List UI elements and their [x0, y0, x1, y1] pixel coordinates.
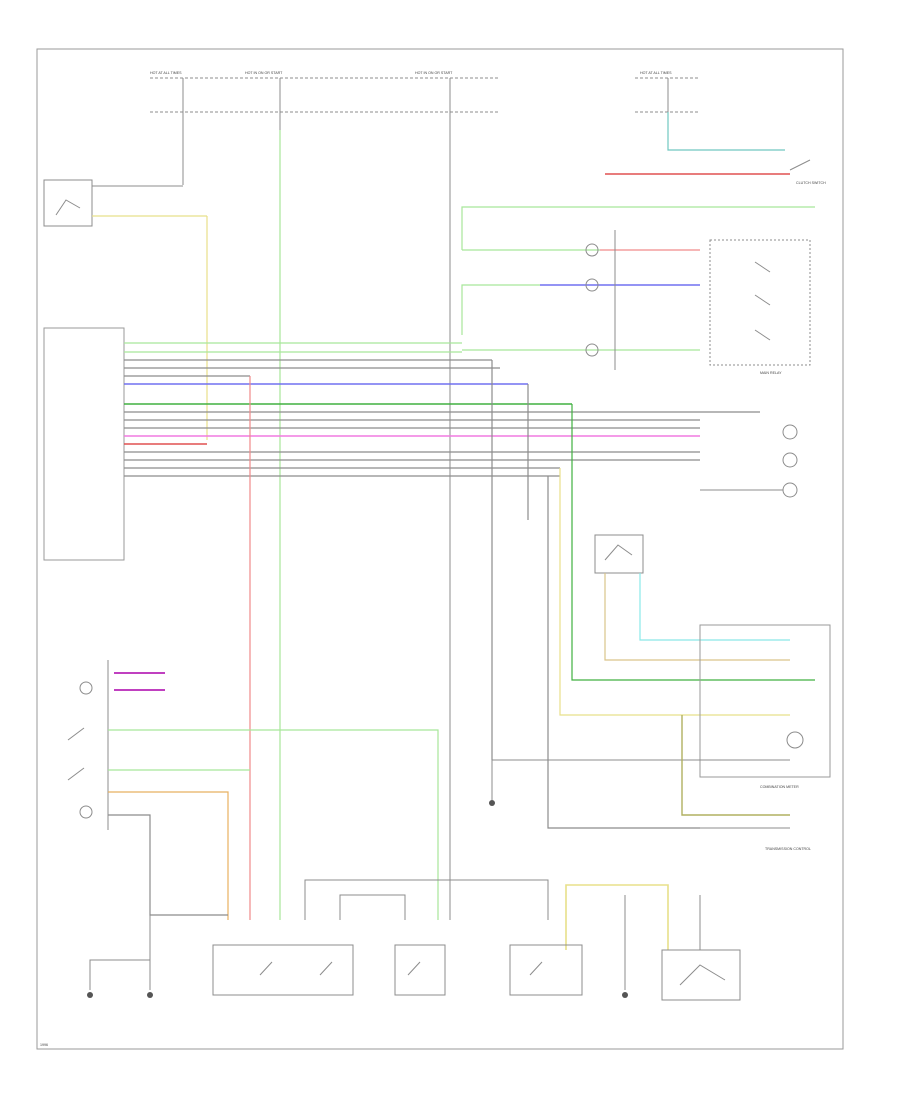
sensor-2-icon: [782, 452, 798, 468]
top-right-switch: [789, 159, 811, 171]
main-relay-box: [709, 239, 811, 366]
meter-gauge-icon: [786, 731, 804, 749]
footer-code: 1996: [40, 1043, 48, 1047]
top-fuse-block: [150, 77, 700, 870]
top-fuse-label-1: HOT AT ALL TIMES: [150, 71, 182, 75]
bottom-switch-1b: [319, 961, 333, 976]
main-relay-contact-1: [754, 261, 771, 273]
ground-point-4: [622, 992, 628, 998]
meter-olive-loop: [681, 715, 790, 816]
bottom-switch-box-3: [509, 944, 583, 996]
top-fuse-label-2: HOT IN ON OR START: [245, 71, 283, 75]
clutch-switch-label: CLUTCH SWITCH: [796, 181, 826, 185]
ground-point-1: [87, 992, 93, 998]
stop-light-switch-symbol: [55, 199, 81, 216]
bottom-switch-4-symbol: [679, 964, 726, 986]
stop-light-switch-box: [43, 179, 93, 227]
main-relay-contact-2: [754, 294, 771, 306]
lower-left-wires: [108, 729, 439, 920]
bottom-yellow-loop: [565, 884, 669, 950]
ecm-connector: [43, 327, 125, 561]
bottom-switch-2a: [407, 961, 421, 976]
lower-left-switch-1: [67, 727, 85, 741]
lower-left-sensor-icon: [79, 805, 93, 819]
relay-connector-1: [585, 243, 599, 257]
sensor-1-icon: [782, 424, 798, 440]
bottom-wire-bus: [89, 760, 701, 990]
bottom-switch-1a: [259, 961, 273, 976]
combination-meter-label: COMBINATION METER: [760, 785, 799, 789]
bottom-switch-3a: [529, 961, 543, 976]
main-relay-wires: [461, 206, 815, 351]
ground-point-3: [489, 800, 495, 806]
middle-sensor-box: [594, 534, 644, 574]
sensor-3-icon: [782, 482, 798, 498]
relay-connector-3: [585, 343, 599, 357]
ground-point-2: [147, 992, 153, 998]
diagram-frame: [36, 48, 844, 1050]
top-fuse-label-3: HOT IN ON OR START: [415, 71, 453, 75]
middle-sensor-symbol: [604, 544, 633, 561]
main-relay-label: MAIN RELAY: [760, 371, 782, 375]
combination-meter-box: [699, 624, 831, 778]
top-right-teal-wire: [667, 112, 785, 151]
relay-connector-2: [585, 278, 599, 292]
transmission-control-label: TRANSMISSION CONTROL: [765, 847, 811, 851]
bottom-switch-box-2: [394, 944, 446, 996]
lower-left-indicator-icon: [79, 681, 93, 695]
bottom-switch-box-4: [661, 949, 741, 1001]
bottom-switch-box-1: [212, 944, 354, 996]
ecm-vertical-wires: [249, 360, 815, 920]
main-relay-contact-3: [754, 329, 771, 341]
top-right-fuse-label: HOT AT ALL TIMES: [640, 71, 672, 75]
lower-left-switch-2: [67, 767, 85, 781]
ecm-output-wires: [124, 342, 760, 477]
middle-sensor-wires: [604, 573, 790, 661]
